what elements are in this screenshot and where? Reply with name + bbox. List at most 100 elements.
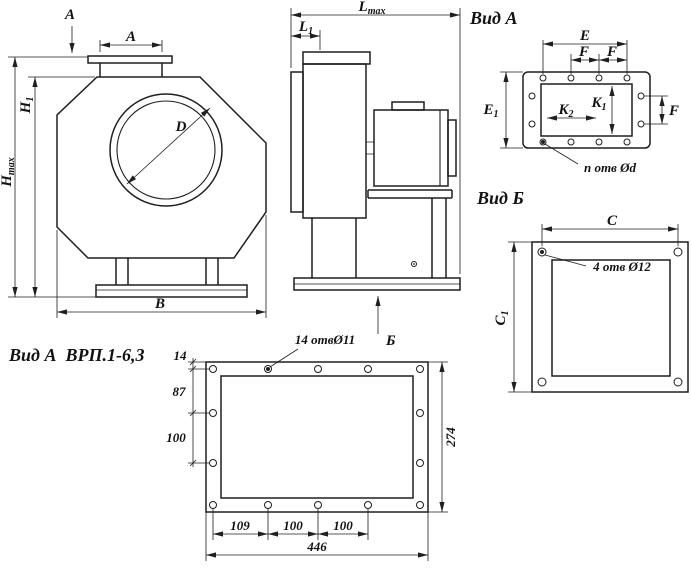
view-a-dim-e: E [542, 28, 628, 74]
dim-h1-sub: 1 [25, 97, 36, 102]
base-plate [95, 284, 248, 298]
front-dim-a: А [99, 29, 163, 52]
dim-k1-label: K1 [590, 95, 606, 113]
view-a-dim-k1: K1 [590, 86, 615, 134]
dim-hmax-label: Hmax [0, 157, 17, 187]
dim-e1-base: E [482, 102, 493, 118]
view-b-bolt-holes [537, 247, 683, 387]
bottom-holes-note-dot [266, 367, 270, 371]
dim-k2-label: K2 [557, 102, 573, 120]
dim-100-left-label: 100 [166, 430, 186, 445]
dim-c1-base: C [493, 315, 509, 326]
housing-octagon [56, 76, 267, 259]
dim-l1-label: L1 [298, 19, 313, 37]
dim-f-side-label: F [668, 103, 679, 119]
front-pedestal [95, 258, 248, 298]
dim-h1-extension-lines [8, 76, 96, 298]
side-dim-l1: L1 [291, 19, 321, 50]
dim-lmax-base: L [358, 0, 368, 15]
view-a-inner-rect [540, 83, 633, 137]
front-dim-h1: H1 [8, 76, 96, 298]
shaft-lines [366, 141, 374, 155]
bottom-flange-right-dim: 274 [428, 361, 458, 513]
front-dim-hmax: Hmax [0, 56, 88, 297]
dim-h1-label: H1 [18, 97, 36, 115]
dim-d-line [126, 107, 211, 185]
left-dims-ticks [189, 358, 197, 467]
dim-f2-label: F [606, 44, 617, 60]
holes-note-dot [541, 140, 545, 144]
side-scroll-body [302, 63, 367, 219]
dim-274-label: 274 [443, 427, 458, 448]
side-base [293, 277, 461, 291]
inlet-duct-walls [99, 63, 163, 77]
motor-end-cap [447, 119, 457, 177]
view-b-flange: Вид Б C C1 4 отв Ø12 [476, 188, 689, 393]
dim-e1-extension-lines [500, 71, 523, 149]
left-dims-extension-lines [188, 361, 209, 464]
view-b-holes-note: 4 отв Ø12 [540, 250, 651, 274]
bottom-flange-bolt-holes [209, 365, 424, 509]
bottom-flange: 14 отвØ11 14 87 100 274 109 100 100 [166, 332, 458, 561]
dim-f1-label: F [578, 44, 589, 60]
dim-e-label: E [579, 28, 590, 44]
side-front-plate [290, 71, 304, 213]
bottom-flange-bottom-dims: 109 100 100 [212, 509, 369, 540]
dim-lmax-extension-lines [290, 8, 461, 274]
bottom-holes-note-label: 14 отвØ11 [295, 332, 355, 347]
dim-c1-extension-lines [508, 241, 532, 393]
dim-hmax-sub: max [6, 157, 17, 175]
front-view: А А D H1 [0, 7, 267, 318]
bottom-flange-holes-note: 14 отвØ11 [266, 332, 355, 371]
front-view-arrow-a: А [64, 7, 75, 53]
dim-446-label: 446 [306, 539, 327, 554]
dim-k2-sub: 2 [568, 109, 574, 120]
dim-b-extension-lines [56, 215, 267, 318]
side-view-arrow-b: Б [375, 296, 396, 349]
dim-100-b1-label: 100 [283, 518, 303, 533]
view-a-dim-e1: E1 [482, 71, 523, 149]
view-a-dim-f-top: F F [570, 44, 627, 74]
side-motor [373, 101, 457, 187]
view-b-holes-note-label: 4 отв Ø12 [592, 259, 651, 274]
view-a-arrow-label: А [64, 7, 75, 23]
dim-a-label: А [125, 29, 136, 45]
dim-hmax-base: H [0, 174, 15, 188]
dim-k2-base: K [557, 102, 569, 118]
view-b-inner-rect [551, 259, 671, 377]
side-support [311, 189, 453, 278]
view-b-dim-c: C [541, 213, 679, 246]
drawing-caption: Вид А ВРП.1-6,3 [8, 345, 144, 365]
dim-c-label: C [607, 213, 618, 229]
view-b-holes-note-leader [544, 254, 587, 267]
motor-terminal-box [391, 101, 425, 111]
dim-l1-base: L [298, 19, 308, 35]
dim-e1-sub: 1 [494, 109, 499, 120]
dim-100-b2-label: 100 [333, 518, 353, 533]
view-a-title: Вид А [469, 8, 517, 28]
dim-c1-sub: 1 [500, 310, 511, 315]
dim-87-label: 87 [173, 384, 187, 399]
side-housing [290, 51, 374, 219]
front-housing [56, 76, 267, 259]
view-b-dim-c1: C1 [493, 241, 532, 393]
support-hole-center [413, 263, 415, 265]
view-b-arrow-label: Б [385, 333, 396, 349]
inlet-flange [87, 55, 173, 64]
inlet-circle-outer [109, 93, 223, 207]
dim-k1-sub: 1 [602, 102, 607, 113]
bottom-holes-note-leader [269, 348, 299, 368]
view-b-holes-note-dot [540, 250, 544, 254]
side-inlet-flange [302, 51, 371, 65]
holes-note-leader [544, 143, 579, 165]
side-view: Lmax L1 Б [290, 0, 461, 349]
dim-lmax-sub: max [368, 6, 386, 17]
front-dim-d: D [126, 107, 211, 185]
dim-f-side-extension-lines [644, 95, 668, 125]
view-a-holes-note: n отв Ød [541, 140, 637, 175]
view-a-dim-f-side: F [644, 95, 679, 125]
dim-c1-label: C1 [493, 310, 511, 325]
inlet-circle-inner [116, 100, 216, 200]
